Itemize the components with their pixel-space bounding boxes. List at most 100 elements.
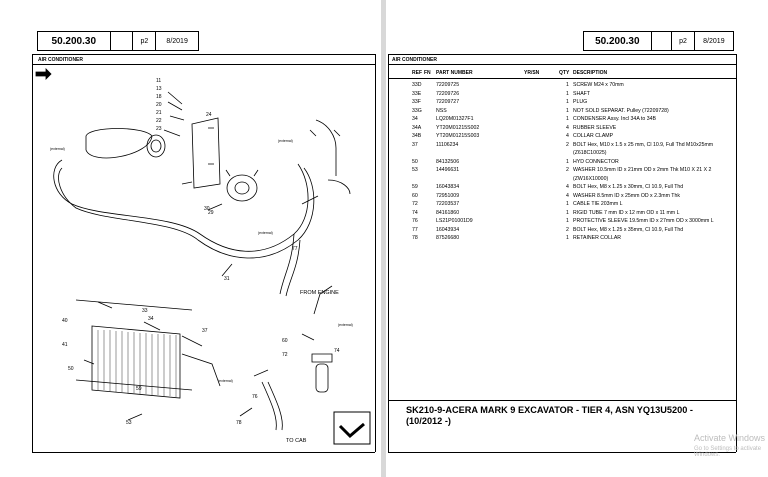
cell-desc: WASHER 8.5mm ID x 25mm OD x 2.3mm Thk [573,192,680,199]
col-header-desc: DESCRIPTION [573,70,608,76]
callout-label: 74 [334,348,340,354]
cell-ref: 50 [412,158,418,165]
table-row: 37 11106234 2 BOLT Hex, M10 x 1.5 x 25 mm, … [386,142,768,149]
section-code: 50.200.30 [38,32,111,50]
callout-label: 76 [252,394,258,400]
callout-label: 11 [156,78,161,84]
callout-label: 40 [62,318,68,324]
section-title: AIR CONDITIONER [392,57,437,63]
frame-line [388,452,736,453]
cell-part: 72203537 [436,201,460,207]
model-title: SK210-9-ACERA MARK 9 EXCAVATOR - TIER 4,… [406,405,693,426]
cell-ref: 33F [412,99,421,105]
cell-ref: 34A [412,124,422,131]
cell-desc: RUBBER SLEEVE [573,124,617,131]
cell-ref: 33D [412,82,422,88]
cell-part: LQ20M01327F1 [436,116,474,122]
cell-desc: RETAINER COLLAR [573,235,622,241]
callout-label: 53 [126,420,132,426]
divider [388,64,736,65]
cell-ref: 37 [412,141,418,148]
callout-label: 20 [156,102,162,108]
col-header-fn: FN [424,70,431,76]
frame-line [32,54,33,452]
cell-part: 84161860 [436,209,460,216]
cell-ref: 76 [412,218,418,224]
cell-part: YT20M01215S002 [436,124,480,131]
cell-desc: COLLAR CLAMP [573,133,614,139]
cell-ref: 34B [412,133,422,139]
external-note: (external) [338,323,353,327]
right-page: 50.200.30 p2 8/2019 AIR CONDITIONER REF … [386,0,768,477]
col-header-ref: REF [412,70,422,76]
cell-ref: 53 [412,167,418,173]
cell-qty: 1 [566,107,569,114]
divider [388,54,736,55]
cell-ref: 34 [412,116,418,122]
table-row: (Z618C10025) [386,150,768,157]
cell-qty: 1 [566,209,569,216]
external-note: (external) [218,379,233,383]
frame-line [32,452,375,453]
cell-qty: 2 [566,167,569,173]
callout-label: 41 [62,342,68,348]
cell-qty: 2 [566,226,569,233]
section-code: 50.200.30 [584,32,652,50]
cell-qty: 4 [566,192,569,199]
cell-desc: CONDENSER Assy. Incl 34A to 34B [573,116,656,122]
cell-desc: RIGID TUBE 7 mm ID x 12 mm OD x 11 mm L [573,209,680,216]
callout-label: 30 [204,206,210,212]
callout-label: 37 [202,328,208,334]
page-number: p2 [133,32,157,50]
page-number: p2 [672,32,695,50]
callout-label: 78 [236,420,242,426]
cell-qty: 1 [566,99,569,105]
cell-qty: 1 [566,235,569,241]
cell-qty: 2 [566,141,569,148]
col-header-part: PART NUMBER [436,70,473,76]
cell-qty: 1 [566,82,569,88]
col-header-yrsn: YR/SN [524,70,540,76]
cell-part: LS21P01001D9 [436,218,473,224]
header-blank [111,32,134,50]
cell-desc: SCREW M24 x 70mm [573,82,624,88]
callout-label: 33 [142,308,148,314]
cell-ref: 60 [412,192,418,199]
frame-line [388,54,389,452]
frame-line [375,54,376,452]
page-date: 8/2019 [166,37,188,45]
callout-label: 22 [156,118,162,124]
callout-label: 59 [136,386,142,392]
callout-label: 21 [156,110,162,116]
cell-ref: 77 [412,226,418,233]
left-page: 50.200.30 p2 8/2019 AIR CONDITIONER [0,0,382,477]
frame-line [736,54,737,452]
cell-desc: CABLE TIE 203mm L [573,201,623,207]
callout-label: 31 [224,276,230,282]
page-gutter [381,0,386,477]
cell-desc: SHAFT [573,90,591,97]
cell-part: 72951009 [436,192,460,199]
cell-part: 72209727 [436,99,460,105]
cell-qty: 1 [566,218,569,224]
cell-ref: 74 [412,209,418,216]
external-note: (external) [278,139,293,143]
cell-part: 16043934 [436,226,460,233]
cell-desc: BOLT Hex, M10 x 1.5 x 25 mm, Cl 10.9, Fu… [573,141,714,148]
table-row: 74 84161860 1 RIGID TUBE 7 mm ID x 12 mm OD… [386,210,768,217]
divider [32,54,375,55]
callout-label: 24 [206,112,212,118]
cell-part: NSS [436,107,447,114]
from-engine-label: FROM ENGINE [300,290,339,296]
callout-label: 77 [292,246,298,252]
cell-desc: (Z618C10025) [573,150,607,156]
exploded-diagram: 11 13 18 20 21 22 23 24 29 30 31 33 34 3… [35,68,371,445]
cell-part: 11106234 [436,141,459,148]
col-header-qty: QTY [559,70,570,76]
